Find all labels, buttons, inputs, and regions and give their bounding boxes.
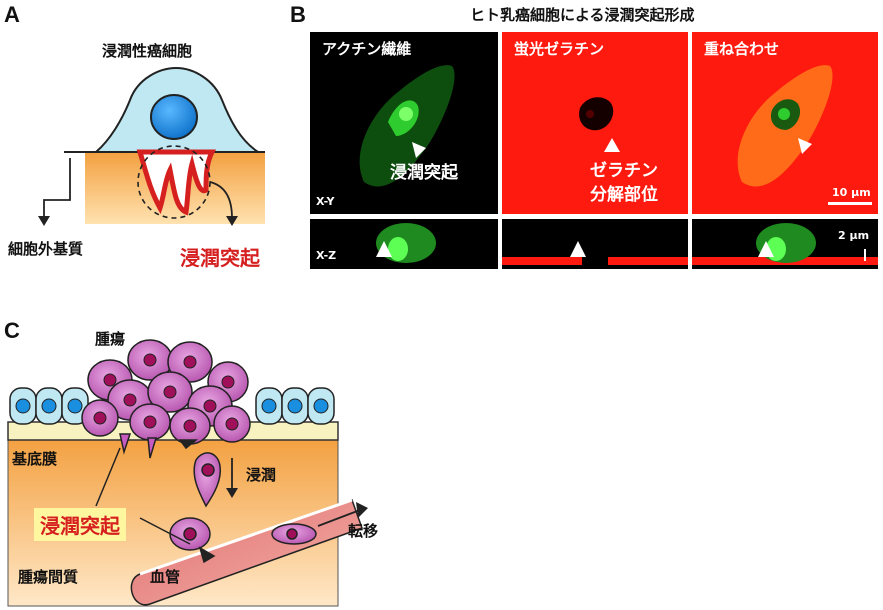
panel-c-illustration xyxy=(7,339,368,607)
epithelial-cells-left xyxy=(9,387,89,425)
ecm-label: 細胞外基質 xyxy=(8,240,84,258)
actin-tile: アクチン繊維 X-Y 浸潤突起 xyxy=(310,32,498,214)
panel-a-title: 浸潤性癌細胞 xyxy=(102,42,193,60)
basement-membrane-label: 基底膜 xyxy=(12,450,58,468)
actin-xz-tile: X-Z xyxy=(310,219,498,269)
scale-bar-xz xyxy=(864,249,866,261)
invasion-label: 浸潤 xyxy=(246,466,277,484)
metastasis-label: 転移 xyxy=(348,522,379,540)
panel-a-illustration xyxy=(38,66,265,226)
merge-xz-tile: 2 μm xyxy=(692,219,878,269)
merge-tile: 重ね合わせ 10 μm xyxy=(692,32,878,214)
actin-tile-title: アクチン繊維 xyxy=(322,40,412,58)
invadopodia-annotation: 浸潤突起 xyxy=(390,163,458,183)
gelatin-tile: 蛍光ゼラチン ゼラチン 分解部位 xyxy=(502,32,688,214)
tumor-nuclei xyxy=(93,353,239,433)
vessel-cell xyxy=(271,523,317,545)
merge-tile-title: 重ね合わせ xyxy=(704,40,780,58)
xy-label: X-Y xyxy=(316,195,335,208)
invadopodia-label-a: 浸潤突起 xyxy=(180,246,260,270)
gelatin-tile-title: 蛍光ゼラチン xyxy=(514,40,605,58)
invadopodia-protrusions xyxy=(136,149,217,216)
degradation-line2: 分解部位 xyxy=(590,185,658,205)
panel-b-letter: B xyxy=(290,2,306,27)
scale-label-xy: 10 μm xyxy=(832,186,871,199)
invading-cell xyxy=(193,452,222,508)
invadopodia-label-c: 浸潤突起 xyxy=(34,508,126,541)
degradation-line1: ゼラチン xyxy=(590,161,658,181)
scale-bar-xy xyxy=(828,202,872,205)
cell-nucleus xyxy=(150,94,198,140)
gelatin-xz-tile xyxy=(502,219,688,269)
panel-b-heading: ヒト乳癌細胞による浸潤突起形成 xyxy=(470,6,695,24)
vessel-label: 血管 xyxy=(150,568,181,586)
epithelial-cells-right xyxy=(255,387,335,425)
stroma-label: 腫瘍間質 xyxy=(18,568,79,586)
panel-a-letter: A xyxy=(4,2,20,27)
tumor-label: 腫瘍 xyxy=(95,330,126,348)
scale-label-xz: 2 μm xyxy=(838,229,870,242)
xz-label: X-Z xyxy=(316,249,337,262)
panel-c-letter: C xyxy=(4,318,20,343)
